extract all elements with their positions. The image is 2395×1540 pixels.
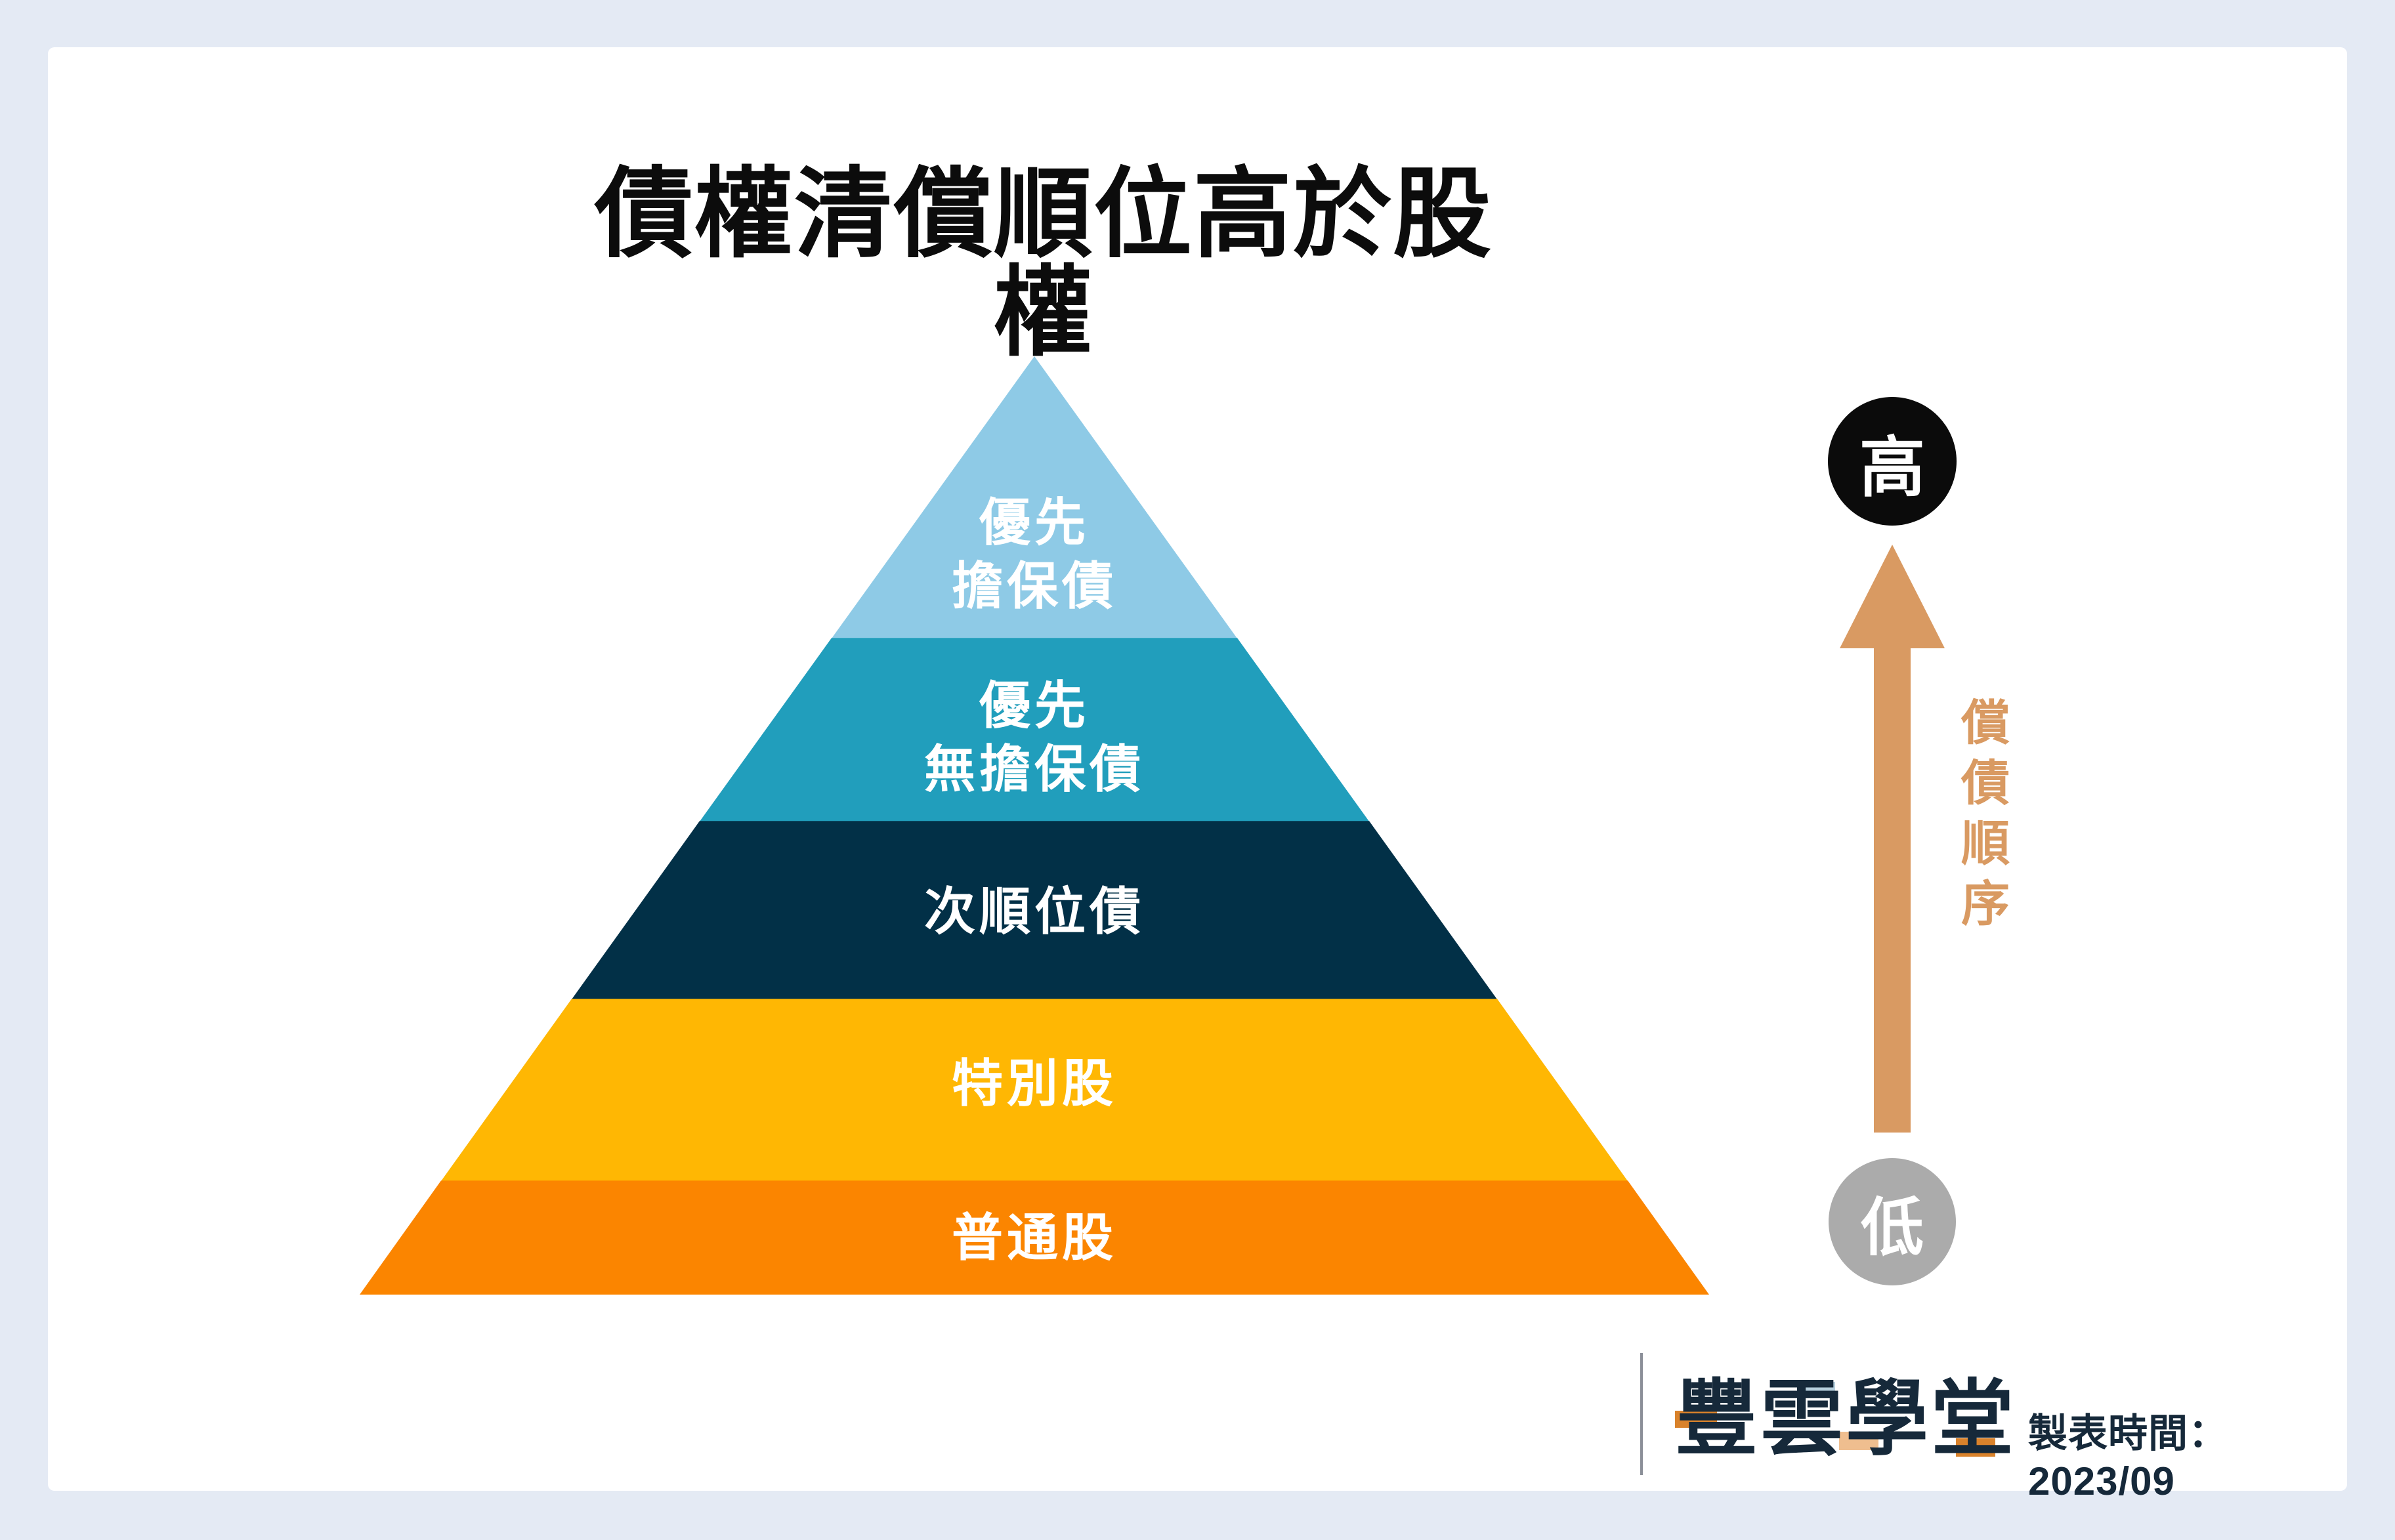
high-badge-label: 高 <box>1859 430 1925 505</box>
brand-logo: 豐雲學堂 <box>1675 1377 2023 1465</box>
arrow-shaft <box>1874 647 1911 1133</box>
arrow-up-icon <box>1840 545 1945 648</box>
pyramid-label-1: 優先 擔保債 <box>360 491 1709 618</box>
brand-accent-blue <box>1801 1382 1835 1398</box>
pyramid-label-5: 普通股 <box>360 1206 1709 1270</box>
low-badge: 低 <box>1829 1158 1956 1285</box>
timestamp-label: 製表時間：2023/09 <box>2028 1411 2228 1503</box>
pyramid-label-4-line-1: 特別股 <box>951 1054 1117 1112</box>
card: 債權清償順位高於股權 優先 擔保債 優先 無擔保債 次順位債 特別股 普通股 <box>48 47 2347 1503</box>
pyramid-label-2-line-1: 優先 <box>979 676 1090 734</box>
repayment-order-label: 償債順序 <box>1954 697 2009 938</box>
pyramid-band-common <box>360 1180 1709 1295</box>
pyramid-label-5-line-1: 普通股 <box>951 1209 1117 1266</box>
pyramid-chart: 優先 擔保債 優先 無擔保債 次順位債 特別股 普通股 <box>360 356 1709 1295</box>
pyramid-label-1-line-2: 擔保債 <box>951 557 1117 615</box>
low-badge-label: 低 <box>1861 1192 1924 1263</box>
brand-accent-orange-2 <box>1956 1438 1995 1457</box>
brand-name: 豐雲學堂 <box>1675 1373 2016 1465</box>
page-title: 債權清償順位高於股權 <box>594 159 1493 367</box>
pyramid-label-3: 次順位債 <box>360 880 1709 944</box>
high-badge: 高 <box>1828 397 1957 526</box>
pyramid-label-1-line-1: 優先 <box>979 493 1090 551</box>
pyramid-band-senior-unsecured <box>699 638 1370 822</box>
footer-divider <box>1640 1353 1643 1475</box>
pyramid-label-2-line-2: 無擔保債 <box>923 740 1145 798</box>
pyramid-label-2: 優先 無擔保債 <box>360 674 1709 801</box>
pyramid-band-subordinated <box>571 821 1498 999</box>
pyramid-label-4: 特別股 <box>360 1052 1709 1115</box>
brand-accent-orange-1 <box>1675 1411 1717 1428</box>
pyramid-label-3-line-1: 次順位債 <box>923 883 1145 940</box>
pyramid-band-preferred <box>440 999 1628 1181</box>
brand-accent-tan <box>1839 1432 1878 1450</box>
